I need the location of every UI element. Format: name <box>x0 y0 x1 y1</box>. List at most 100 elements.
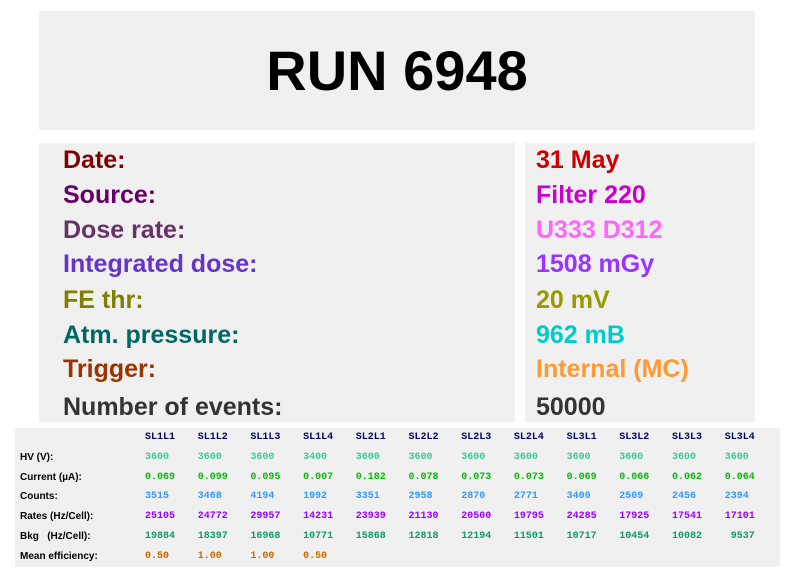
column-header: SL2L3 <box>461 432 492 443</box>
table-cell: 12194 <box>461 530 492 542</box>
info-value: Internal (MC) <box>536 355 689 383</box>
table-cell: 0.50 <box>303 550 328 562</box>
row-label: Mean efficiency: <box>20 550 98 562</box>
table-cell: 15868 <box>355 530 386 542</box>
info-value: 1508 mGy <box>536 250 655 278</box>
column-header: SL2L1 <box>355 432 386 443</box>
table-cell: 0.078 <box>408 471 439 483</box>
row-label: HV (V): <box>20 452 54 463</box>
table-cell: 10082 <box>672 530 703 542</box>
table-cell: 0.099 <box>197 471 228 483</box>
column-header: SL2L2 <box>408 432 439 443</box>
table-cell: 24772 <box>197 511 228 523</box>
info-value: 20 mV <box>536 286 610 314</box>
info-value: 962 mB <box>536 321 625 349</box>
table-cell: 0.50 <box>145 550 170 562</box>
table-cell: 3600 <box>250 452 275 463</box>
table-cell: 3400 <box>303 452 328 463</box>
info-label: Integrated dose: <box>63 250 258 278</box>
table-cell: 3600 <box>619 452 644 463</box>
table-cell: 23939 <box>355 511 386 523</box>
table-cell: 3600 <box>408 452 433 463</box>
table-cell: 3515 <box>145 491 170 503</box>
column-header: SL3L2 <box>619 432 650 443</box>
table-cell: 1992 <box>303 491 328 503</box>
table-cell: 0.069 <box>145 471 176 483</box>
info-label: Number of events: <box>63 393 283 421</box>
table-cell: 11501 <box>513 530 544 542</box>
table-cell: 2456 <box>672 491 697 503</box>
column-header: SL3L3 <box>672 432 703 443</box>
info-label: Trigger: <box>63 355 157 383</box>
table-cell: 0.073 <box>513 471 544 483</box>
table-cell: 10454 <box>619 530 650 542</box>
table-cell: 10771 <box>303 530 334 542</box>
info-label: Dose rate: <box>63 216 186 244</box>
column-header: SL3L1 <box>566 432 597 443</box>
table-cell: 2870 <box>461 491 486 503</box>
info-value: Filter 220 <box>536 181 646 209</box>
table-cell: 17541 <box>672 511 703 523</box>
column-header: SL1L1 <box>145 432 176 443</box>
table-cell: 17101 <box>724 511 755 523</box>
info-label: Date: <box>63 146 126 174</box>
table-cell: 1.00 <box>197 550 222 562</box>
run-title: RUN 6948 <box>39 11 755 130</box>
table-cell: 0.073 <box>461 471 492 483</box>
table-cell: 0.062 <box>672 471 703 483</box>
column-header: SL1L2 <box>197 432 228 443</box>
table-cell: 0.007 <box>303 471 334 483</box>
table-cell: 0.066 <box>619 471 650 483</box>
info-value: 50000 <box>536 393 606 421</box>
table-cell: 14231 <box>303 511 334 523</box>
row-label: Current (µA): <box>20 471 82 483</box>
table-cell: 4194 <box>250 491 275 503</box>
table-cell: 3400 <box>566 491 591 503</box>
table-cell: 2509 <box>619 491 644 503</box>
chamber-table: SL1L1 SL1L2 SL1L3 SL1L4 SL2L1 SL2L2 SL2L3 SL2L4… <box>15 428 780 567</box>
table-cell: 17925 <box>619 511 650 523</box>
row-label: Bkg (Hz/Cell): <box>20 530 91 542</box>
table-cell: 3600 <box>513 452 538 463</box>
table-cell: 3600 <box>724 452 749 463</box>
table-cell: 12818 <box>408 530 439 542</box>
row-label: Rates (Hz/Cell): <box>20 511 94 523</box>
info-value: 31 May <box>536 146 620 174</box>
table-cell: 19884 <box>145 530 176 542</box>
row-label: Counts: <box>20 491 58 503</box>
table-cell: 3351 <box>355 491 380 503</box>
info-label: Atm. pressure: <box>63 321 240 349</box>
table-cell: 9537 <box>724 530 755 542</box>
table-cell: 16968 <box>250 530 281 542</box>
table-cell: 0.069 <box>566 471 597 483</box>
table-cell: 2394 <box>724 491 749 503</box>
table-cell: 3600 <box>197 452 222 463</box>
table-cell: 3600 <box>145 452 170 463</box>
table-cell: 25105 <box>145 511 176 523</box>
table-cell: 3600 <box>355 452 380 463</box>
info-labels-panel: Date:Source:Dose rate:Integrated dose:FE… <box>39 143 515 422</box>
column-header: SL2L4 <box>513 432 544 443</box>
column-header: SL3L4 <box>724 432 755 443</box>
info-value: U333 D312 <box>536 216 663 244</box>
table-cell: 0.064 <box>724 471 755 483</box>
info-label: FE thr: <box>63 286 144 314</box>
table-cell: 29957 <box>250 511 281 523</box>
table-cell: 2958 <box>408 491 433 503</box>
table-cell: 1.00 <box>250 550 275 562</box>
table-cell: 2771 <box>513 491 538 503</box>
table-cell: 24285 <box>566 511 597 523</box>
table-cell: 10717 <box>566 530 597 542</box>
table-cell: 3600 <box>566 452 591 463</box>
column-header: SL1L4 <box>303 432 334 443</box>
table-cell: 3600 <box>672 452 697 463</box>
table-cell: 0.182 <box>355 471 386 483</box>
table-cell: 3468 <box>197 491 222 503</box>
table-cell: 21130 <box>408 511 439 523</box>
column-header: SL1L3 <box>250 432 281 443</box>
table-cell: 18397 <box>197 530 228 542</box>
table-cell: 19795 <box>513 511 544 523</box>
table-cell: 3600 <box>461 452 486 463</box>
table-cell: 0.095 <box>250 471 281 483</box>
